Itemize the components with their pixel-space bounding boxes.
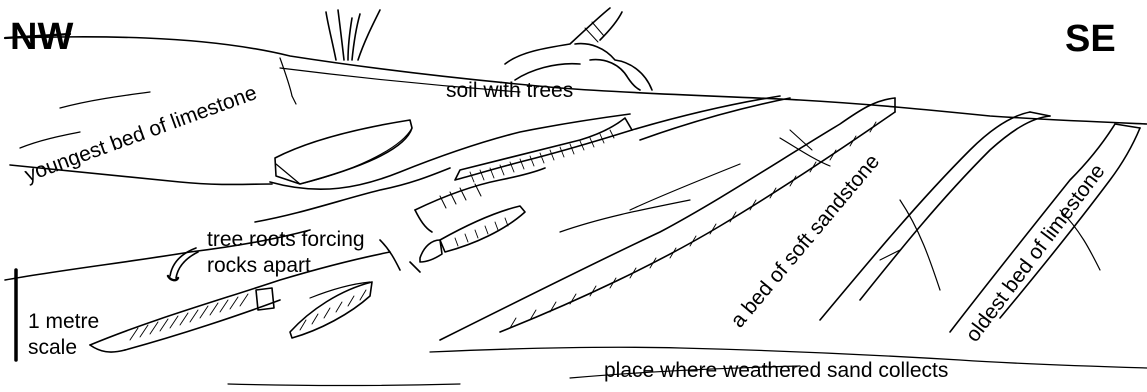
label-tree-roots-line1: tree roots forcing xyxy=(207,229,365,250)
rock-ledge xyxy=(440,206,525,252)
compass-nw: NW xyxy=(10,18,73,56)
ground-dash xyxy=(60,92,150,108)
ground-dash xyxy=(292,96,296,104)
label-weathered-sand: place where weathered sand collects xyxy=(604,360,948,381)
oldest-limestone-beds xyxy=(820,112,1140,332)
limestone-block xyxy=(275,120,412,184)
rock-ledge xyxy=(420,240,442,262)
label-tree-roots-line2: rocks apart xyxy=(207,255,311,276)
scale-label-line2: scale xyxy=(28,337,77,358)
rock-ledge xyxy=(380,240,420,272)
ground-line xyxy=(228,384,460,386)
ground-dash xyxy=(280,58,292,96)
bedding-line xyxy=(255,168,450,222)
rock-ledge xyxy=(415,168,545,232)
upper-sandstone-ridge xyxy=(455,96,790,182)
grass-tuft xyxy=(326,10,380,60)
compass-se: SE xyxy=(1065,20,1116,58)
soil-outcrop xyxy=(505,8,652,90)
lower-block xyxy=(290,282,372,338)
label-soil-with-trees: soil with trees xyxy=(446,80,573,101)
scale-label-line1: 1 metre xyxy=(28,311,99,332)
ground-dash xyxy=(20,132,80,148)
small-rock xyxy=(256,288,274,310)
